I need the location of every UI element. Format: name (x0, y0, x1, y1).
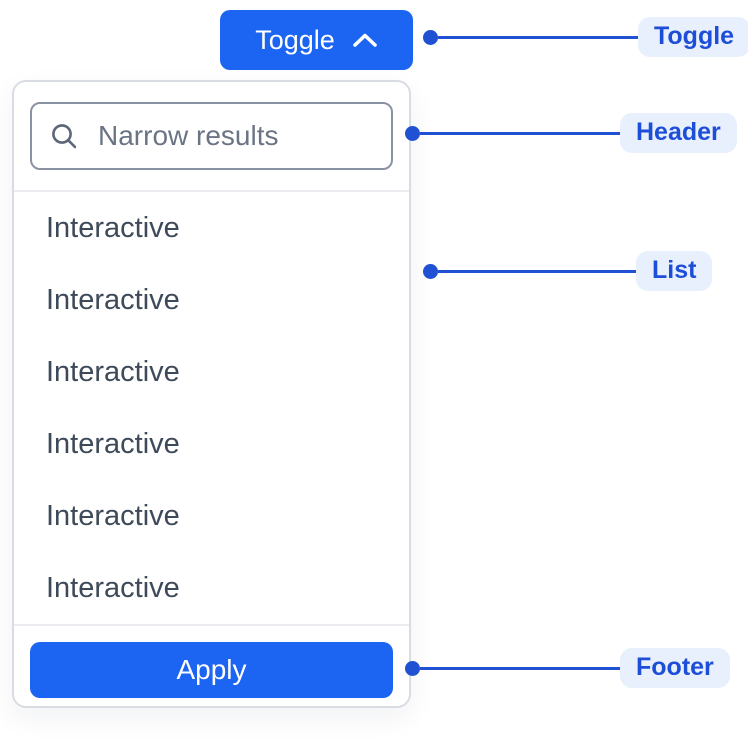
connector-dot (405, 660, 420, 676)
dropdown-panel: Interactive Interactive Interactive Inte… (12, 80, 411, 708)
toggle-button[interactable]: Toggle (220, 10, 413, 70)
list-item[interactable]: Interactive (46, 283, 180, 316)
connector-line (438, 269, 636, 273)
annotation-label-footer: Footer (620, 648, 730, 688)
dropdown-footer: Apply (14, 624, 409, 710)
annotation-label-toggle: Toggle (638, 17, 748, 57)
dropdown-list: Interactive Interactive Interactive Inte… (14, 192, 409, 624)
apply-button[interactable]: Apply (30, 642, 393, 698)
dropdown-header (14, 82, 409, 192)
connector-line (420, 131, 620, 135)
connector-dot (423, 263, 438, 279)
list-item[interactable]: Interactive (46, 571, 180, 604)
annotation-footer: Footer (405, 648, 730, 688)
connector-dot (405, 125, 420, 141)
chevron-up-icon (352, 32, 378, 48)
list-item[interactable]: Interactive (46, 427, 180, 460)
list-item[interactable]: Interactive (46, 499, 180, 532)
list-item[interactable]: Interactive (46, 355, 180, 388)
annotation-header: Header (405, 113, 737, 153)
annotation-toggle: Toggle (423, 17, 748, 57)
toggle-button-label: Toggle (255, 24, 335, 55)
connector-line (438, 35, 638, 39)
annotation-label-list: List (636, 251, 713, 291)
connector-dot (423, 29, 438, 45)
list-item[interactable]: Interactive (46, 211, 180, 244)
annotation-list: List (423, 251, 713, 291)
search-field[interactable] (30, 102, 393, 170)
search-input[interactable] (96, 119, 374, 153)
annotation-label-header: Header (620, 113, 737, 153)
search-icon (49, 121, 79, 151)
connector-line (420, 666, 620, 670)
